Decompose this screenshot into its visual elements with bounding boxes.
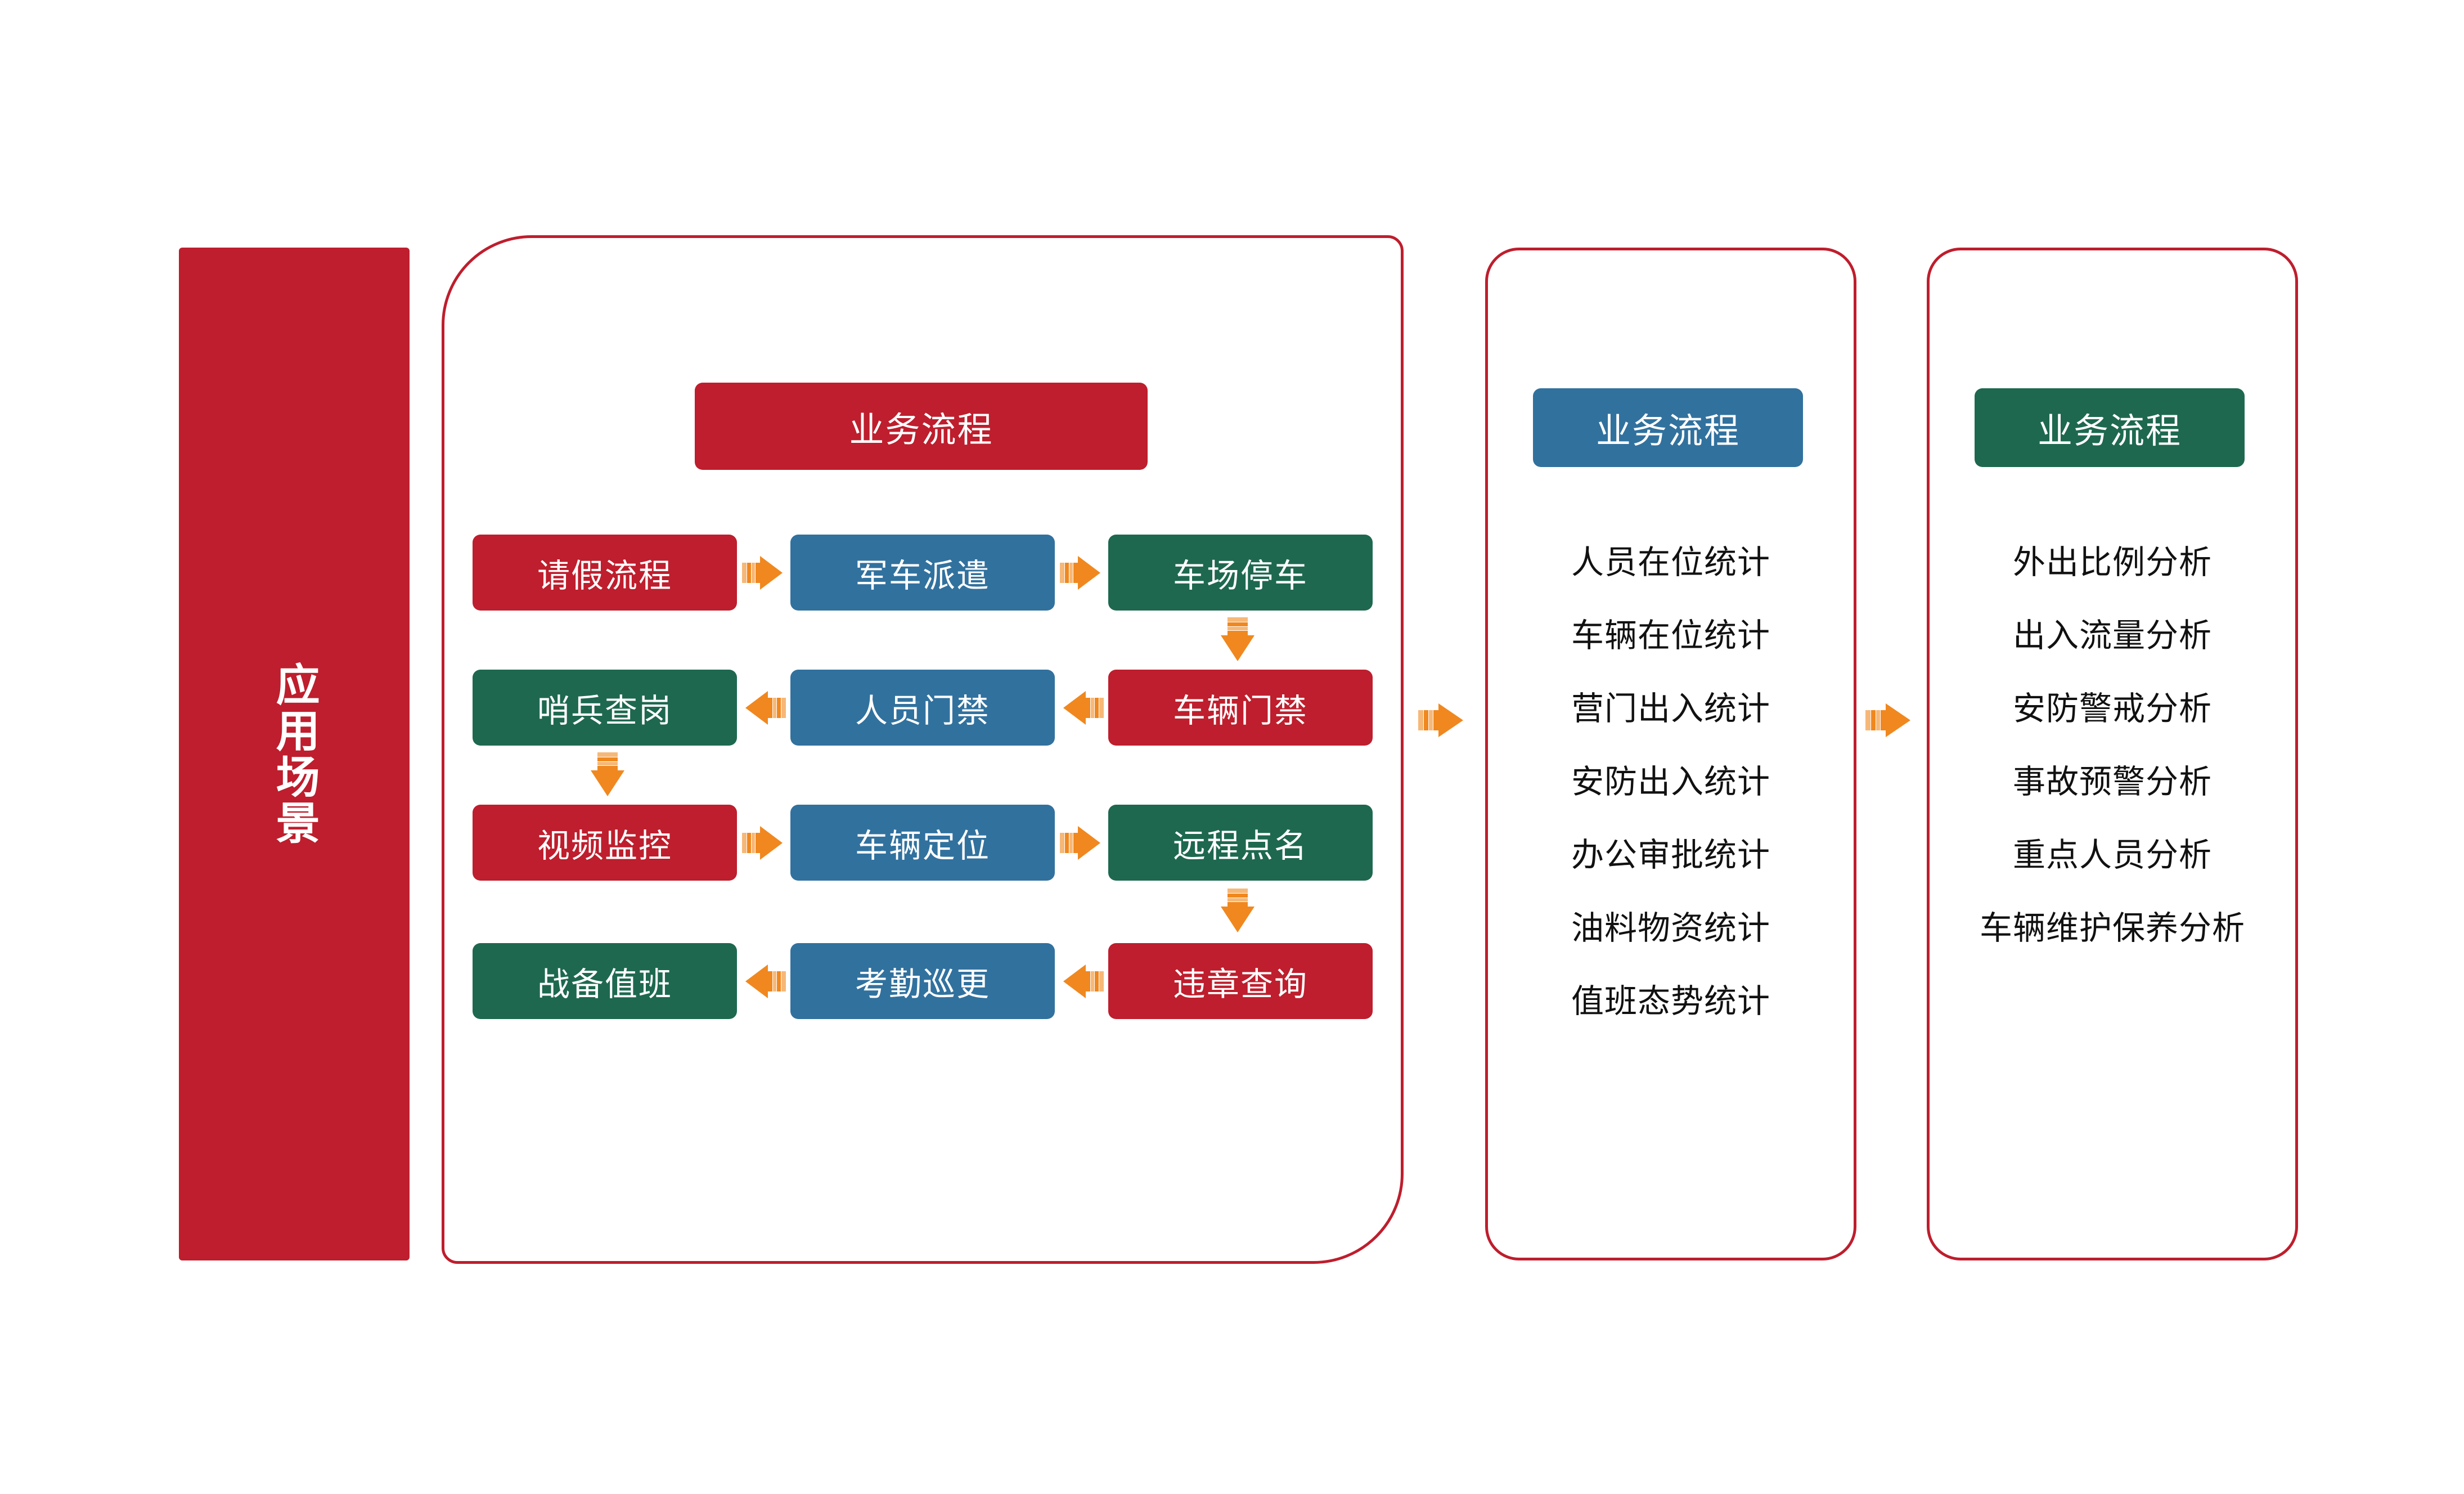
analysis-panel-header-label: 业务流程: [2037, 412, 2182, 451]
flow-row-3: 视频监控 车辆定位 远程点名: [473, 805, 1373, 881]
flow-box-label: 违章查询: [1172, 966, 1308, 1003]
flow-box-label: 车场停车: [1172, 557, 1308, 594]
process-flow-grid: 请假流程 军车派遣 车场停车: [473, 535, 1373, 1019]
arrow-right-icon: [741, 555, 783, 590]
list-item[interactable]: 油料物资统计: [1571, 910, 1770, 946]
flow-arrow-slot: [737, 943, 790, 1019]
flow-box-weizhang-chaxun[interactable]: 违章查询: [1108, 943, 1373, 1019]
arrow-right-icon: [1418, 703, 1463, 737]
flow-row-4: 战备值班 考勤巡更 违章查询: [473, 943, 1373, 1019]
arrow-right-icon: [1059, 825, 1100, 860]
flow-row-1: 请假流程 军车派遣 车场停车: [473, 535, 1373, 611]
arrow-down-icon: [1220, 889, 1255, 932]
flow-box-label: 请假流程: [537, 557, 672, 594]
flow-box-shaobing-chagang[interactable]: 哨兵查岗: [473, 670, 737, 746]
flow-box-label: 考勤巡更: [855, 966, 990, 1003]
flow-arrow-slot: [737, 670, 790, 746]
list-item[interactable]: 安防出入统计: [1571, 764, 1770, 800]
flow-box-chechang-tingche[interactable]: 车场停车: [1108, 535, 1373, 611]
list-item[interactable]: 人员在位统计: [1571, 544, 1770, 581]
process-panel-header: 业务流程: [695, 383, 1148, 470]
arrow-down-icon: [590, 752, 624, 796]
panel-connector-statistics-to-analysis: [1856, 693, 1924, 747]
list-item[interactable]: 办公审批统计: [1571, 837, 1770, 873]
list-item[interactable]: 外出比例分析: [2012, 544, 2212, 581]
flow-arrow-slot: [737, 805, 790, 881]
flow-connector-row1-row2: [1211, 613, 1264, 670]
statistics-panel-header: 业务流程: [1533, 388, 1803, 467]
flow-arrow-slot: [1055, 670, 1108, 746]
application-scenario-label: 应用场景: [269, 662, 320, 846]
list-item[interactable]: 值班态势统计: [1571, 983, 1770, 1020]
list-item[interactable]: 重点人员分析: [2012, 837, 2212, 873]
statistics-item-list: 人员在位统计 车辆在位统计 营门出入统计 安防出入统计 办公审批统计 油料物资统…: [1485, 526, 1856, 1038]
list-item[interactable]: 营门出入统计: [1571, 690, 1770, 727]
flow-box-shipin-jiankong[interactable]: 视频监控: [473, 805, 737, 881]
arrow-left-icon: [1063, 964, 1104, 998]
analysis-panel-header: 业务流程: [1975, 388, 2245, 467]
flow-box-label: 车辆门禁: [1172, 692, 1308, 729]
flow-row-2: 哨兵查岗 人员门禁 车辆门禁: [473, 670, 1373, 746]
list-item[interactable]: 安防警戒分析: [2012, 690, 2212, 727]
flow-arrow-slot: [1055, 943, 1108, 1019]
flow-box-kaoqin-xungeng[interactable]: 考勤巡更: [790, 943, 1055, 1019]
list-item[interactable]: 事故预警分析: [2012, 764, 2212, 800]
flow-box-label: 人员门禁: [855, 692, 990, 729]
flow-arrow-slot: [1055, 805, 1108, 881]
flow-box-label: 车辆定位: [855, 827, 990, 864]
panel-connector-process-to-statistics: [1409, 693, 1477, 747]
arrow-right-icon: [1059, 555, 1100, 590]
flow-arrow-slot: [737, 535, 790, 611]
flow-box-label: 哨兵查岗: [537, 692, 672, 729]
flow-box-renyuan-menjin[interactable]: 人员门禁: [790, 670, 1055, 746]
analysis-item-list: 外出比例分析 出入流量分析 安防警戒分析 事故预警分析 重点人员分析 车辆维护保…: [1927, 526, 2298, 965]
list-item[interactable]: 车辆维护保养分析: [1979, 910, 2245, 946]
arrow-left-icon: [745, 964, 786, 998]
arrow-right-icon: [741, 825, 783, 860]
flow-box-zhanbei-zhiban[interactable]: 战备值班: [473, 943, 737, 1019]
statistics-panel-header-label: 业务流程: [1595, 412, 1740, 451]
flow-box-yuancheng-dianming[interactable]: 远程点名: [1108, 805, 1373, 881]
list-item[interactable]: 出入流量分析: [2012, 617, 2212, 654]
arrow-left-icon: [745, 690, 786, 725]
flow-connector-row2-row3: [581, 748, 634, 805]
flow-box-label: 视频监控: [537, 827, 672, 864]
flow-connector-row3-row4: [1211, 885, 1264, 941]
list-item[interactable]: 车辆在位统计: [1571, 617, 1770, 654]
flow-box-label: 战备值班: [537, 966, 672, 1003]
process-panel-header-label: 业务流程: [849, 410, 993, 450]
arrow-down-icon: [1220, 617, 1255, 661]
flow-box-cheliang-dingwei[interactable]: 车辆定位: [790, 805, 1055, 881]
arrow-left-icon: [1063, 690, 1104, 725]
flow-arrow-slot: [1055, 535, 1108, 611]
flow-box-label: 远程点名: [1172, 827, 1308, 864]
arrow-right-icon: [1865, 703, 1910, 737]
flow-box-cheliang-menjin[interactable]: 车辆门禁: [1108, 670, 1373, 746]
application-scenario-banner: 应用场景: [179, 248, 410, 1260]
flow-box-qingjia-liucheng[interactable]: 请假流程: [473, 535, 737, 611]
flow-box-label: 军车派遣: [855, 557, 990, 594]
flow-box-junche-paiqian[interactable]: 军车派遣: [790, 535, 1055, 611]
